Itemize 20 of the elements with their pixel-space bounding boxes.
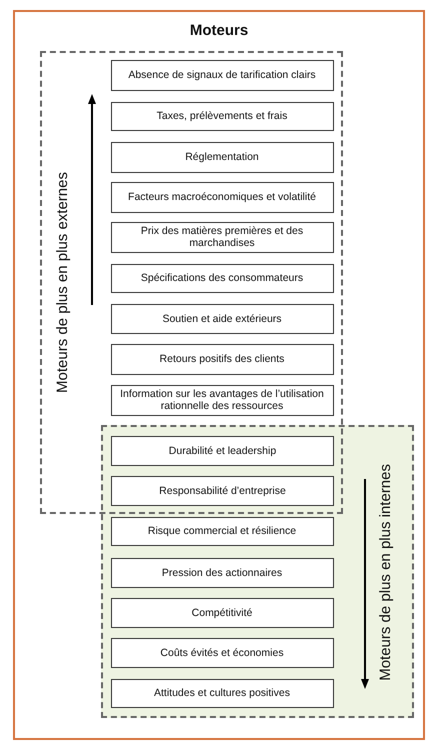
driver-box: Risque commercial et résilience bbox=[110, 516, 334, 546]
vertical-label: Moteurs de plus en plus internes bbox=[376, 464, 394, 680]
driver-box: Pression des actionnaires bbox=[110, 558, 334, 588]
driver-box: Durabilité et leadership bbox=[111, 436, 334, 466]
frame-heading: Moteurs bbox=[188, 22, 250, 39]
driver-box: Soutien et aide extérieurs bbox=[110, 304, 334, 334]
driver-box: Attitudes et cultures positives bbox=[110, 678, 334, 708]
driver-box: Taxes, prélèvements et frais bbox=[110, 102, 334, 130]
diagram-frame bbox=[13, 10, 425, 740]
driver-box: Absence de signaux de tarification clairs bbox=[110, 60, 334, 90]
driver-box: Réglementation bbox=[110, 142, 334, 172]
driver-box: Compétitivité bbox=[110, 598, 334, 628]
driver-box: Spécifications des consommateurs bbox=[110, 264, 334, 292]
driver-box: Retours positifs des clients bbox=[110, 344, 334, 374]
driver-box: Responsabilité d’entreprise bbox=[111, 476, 334, 506]
driver-box: Coûts évités et économies bbox=[110, 638, 334, 668]
driver-box: Information sur les avantages de l’utilisation rationnelle des ressources bbox=[110, 384, 334, 416]
vertical-label: Moteurs de plus en plus externes bbox=[54, 172, 70, 392]
driver-box: Facteurs macroéconomiques et volatilité bbox=[110, 182, 334, 212]
driver-box: Prix des matières premières et des marchandises bbox=[110, 222, 334, 252]
